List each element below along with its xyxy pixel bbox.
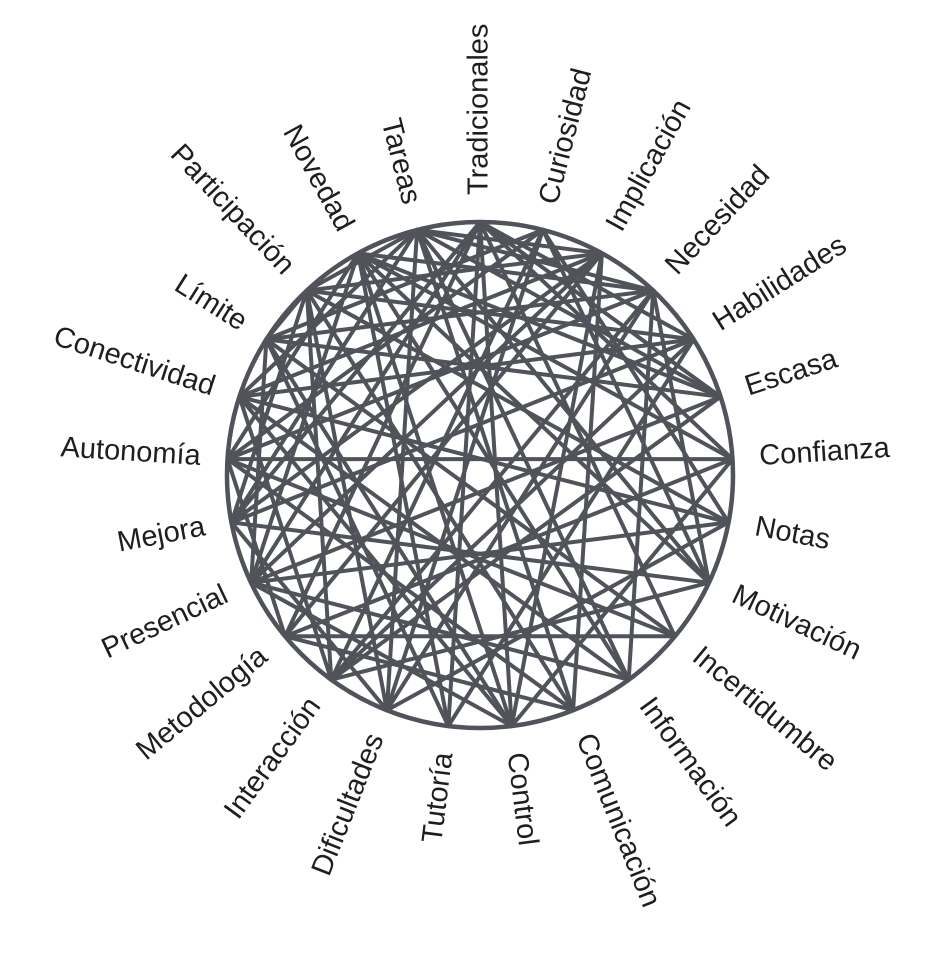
edge-autonomia-novedad — [225, 251, 361, 462]
node-label-escasa: Escasa — [741, 342, 842, 402]
node-label-limite: Límite — [169, 268, 253, 337]
edge-necesidad-tareas — [415, 227, 656, 293]
edge-control-presencial — [249, 580, 514, 728]
node-label-autonomia: Autonomía — [60, 431, 203, 472]
edge-motivacion-novedad — [356, 251, 711, 585]
node-label-incertidumbre: Incertidumbre — [686, 640, 843, 778]
edge-escasa-tareas — [415, 227, 723, 399]
node-label-dificultades: Dificultades — [306, 729, 391, 880]
edge-motivacion-tareas — [415, 227, 711, 585]
edge-incertidumbre-limite — [264, 337, 677, 639]
node-label-necesidad: Necesidad — [659, 159, 776, 281]
node-label-habilidades: Habilidades — [707, 229, 852, 337]
edge-incertidumbre-autonomia — [225, 457, 677, 639]
outer-ring — [224, 219, 736, 731]
edge-informacion-tareas — [415, 227, 631, 682]
node-label-confianza: Confianza — [758, 432, 891, 472]
edge-curiosidad-dificultades — [384, 227, 545, 713]
edge-escasa-presencial — [249, 394, 723, 585]
edge-implicacion-control — [509, 251, 604, 728]
node-label-mejora: Mejora — [115, 510, 209, 558]
edge-mejora-tareas — [229, 227, 420, 525]
edge-mejora-participacion — [229, 288, 309, 525]
edge-implicacion-tareas — [415, 227, 604, 256]
edge-confianza-metodologia — [283, 457, 735, 639]
edge-notas-conectividad — [237, 394, 731, 525]
edge-layer — [225, 220, 735, 728]
edge-dificultades-tareas — [384, 227, 420, 713]
edge-necesidad-novedad — [356, 251, 656, 293]
node-label-presencial: Presencial — [97, 579, 233, 666]
node-label-interaccion: Interacción — [218, 691, 327, 825]
edge-escasa-interaccion — [329, 394, 723, 682]
node-label-informacion: Información — [633, 691, 748, 832]
node-label-tradicionales: Tradicionales — [463, 24, 495, 195]
edge-comunicacion-metodologia — [283, 634, 576, 713]
edge-informacion-presencial — [249, 580, 631, 682]
node-label-conectividad: Conectividad — [50, 320, 219, 402]
edge-metodologia-autonomia — [225, 457, 288, 639]
edge-necesidad-motivacion — [651, 288, 711, 585]
edge-confianza-novedad — [356, 251, 735, 462]
edge-escasa-novedad — [356, 251, 723, 399]
edge-notas-participacion — [304, 288, 731, 525]
edge-control-novedad — [356, 251, 514, 728]
node-label-metodologia: Metodología — [130, 640, 274, 767]
edge-informacion-conectividad — [237, 394, 631, 682]
node-label-comunicacion: Comunicación — [569, 729, 666, 912]
edge-dificultades-participacion — [304, 288, 389, 713]
node-label-control: Control — [501, 751, 544, 848]
edge-conectividad-tareas — [237, 227, 420, 399]
edge-notas-presencial — [249, 520, 731, 585]
edge-control-conectividad — [237, 394, 514, 728]
node-label-notas: Notas — [752, 510, 832, 556]
node-label-motivacion: Motivación — [727, 579, 866, 667]
edge-interaccion-participacion — [304, 288, 334, 682]
edge-interaccion-conectividad — [237, 394, 334, 682]
node-label-tutoria: Tutoría — [416, 750, 459, 845]
edge-motivacion-mejora — [229, 520, 711, 585]
node-label-novedad: Novedad — [276, 120, 360, 237]
node-label-tareas: Tareas — [375, 115, 428, 207]
node-label-curiosidad: Curiosidad — [533, 65, 598, 207]
node-label-implicacion: Implicación — [600, 94, 698, 237]
edge-tutoria-limite — [264, 337, 451, 728]
edge-tutoria-novedad — [356, 251, 451, 728]
edge-presencial-novedad — [249, 251, 361, 585]
edge-comunicacion-autonomia — [225, 457, 576, 713]
edge-implicacion-presencial — [249, 251, 604, 585]
node-label-participacion: Participación — [164, 138, 301, 281]
edge-novedad-informacion — [356, 251, 631, 682]
edge-presencial-limite — [249, 337, 269, 585]
